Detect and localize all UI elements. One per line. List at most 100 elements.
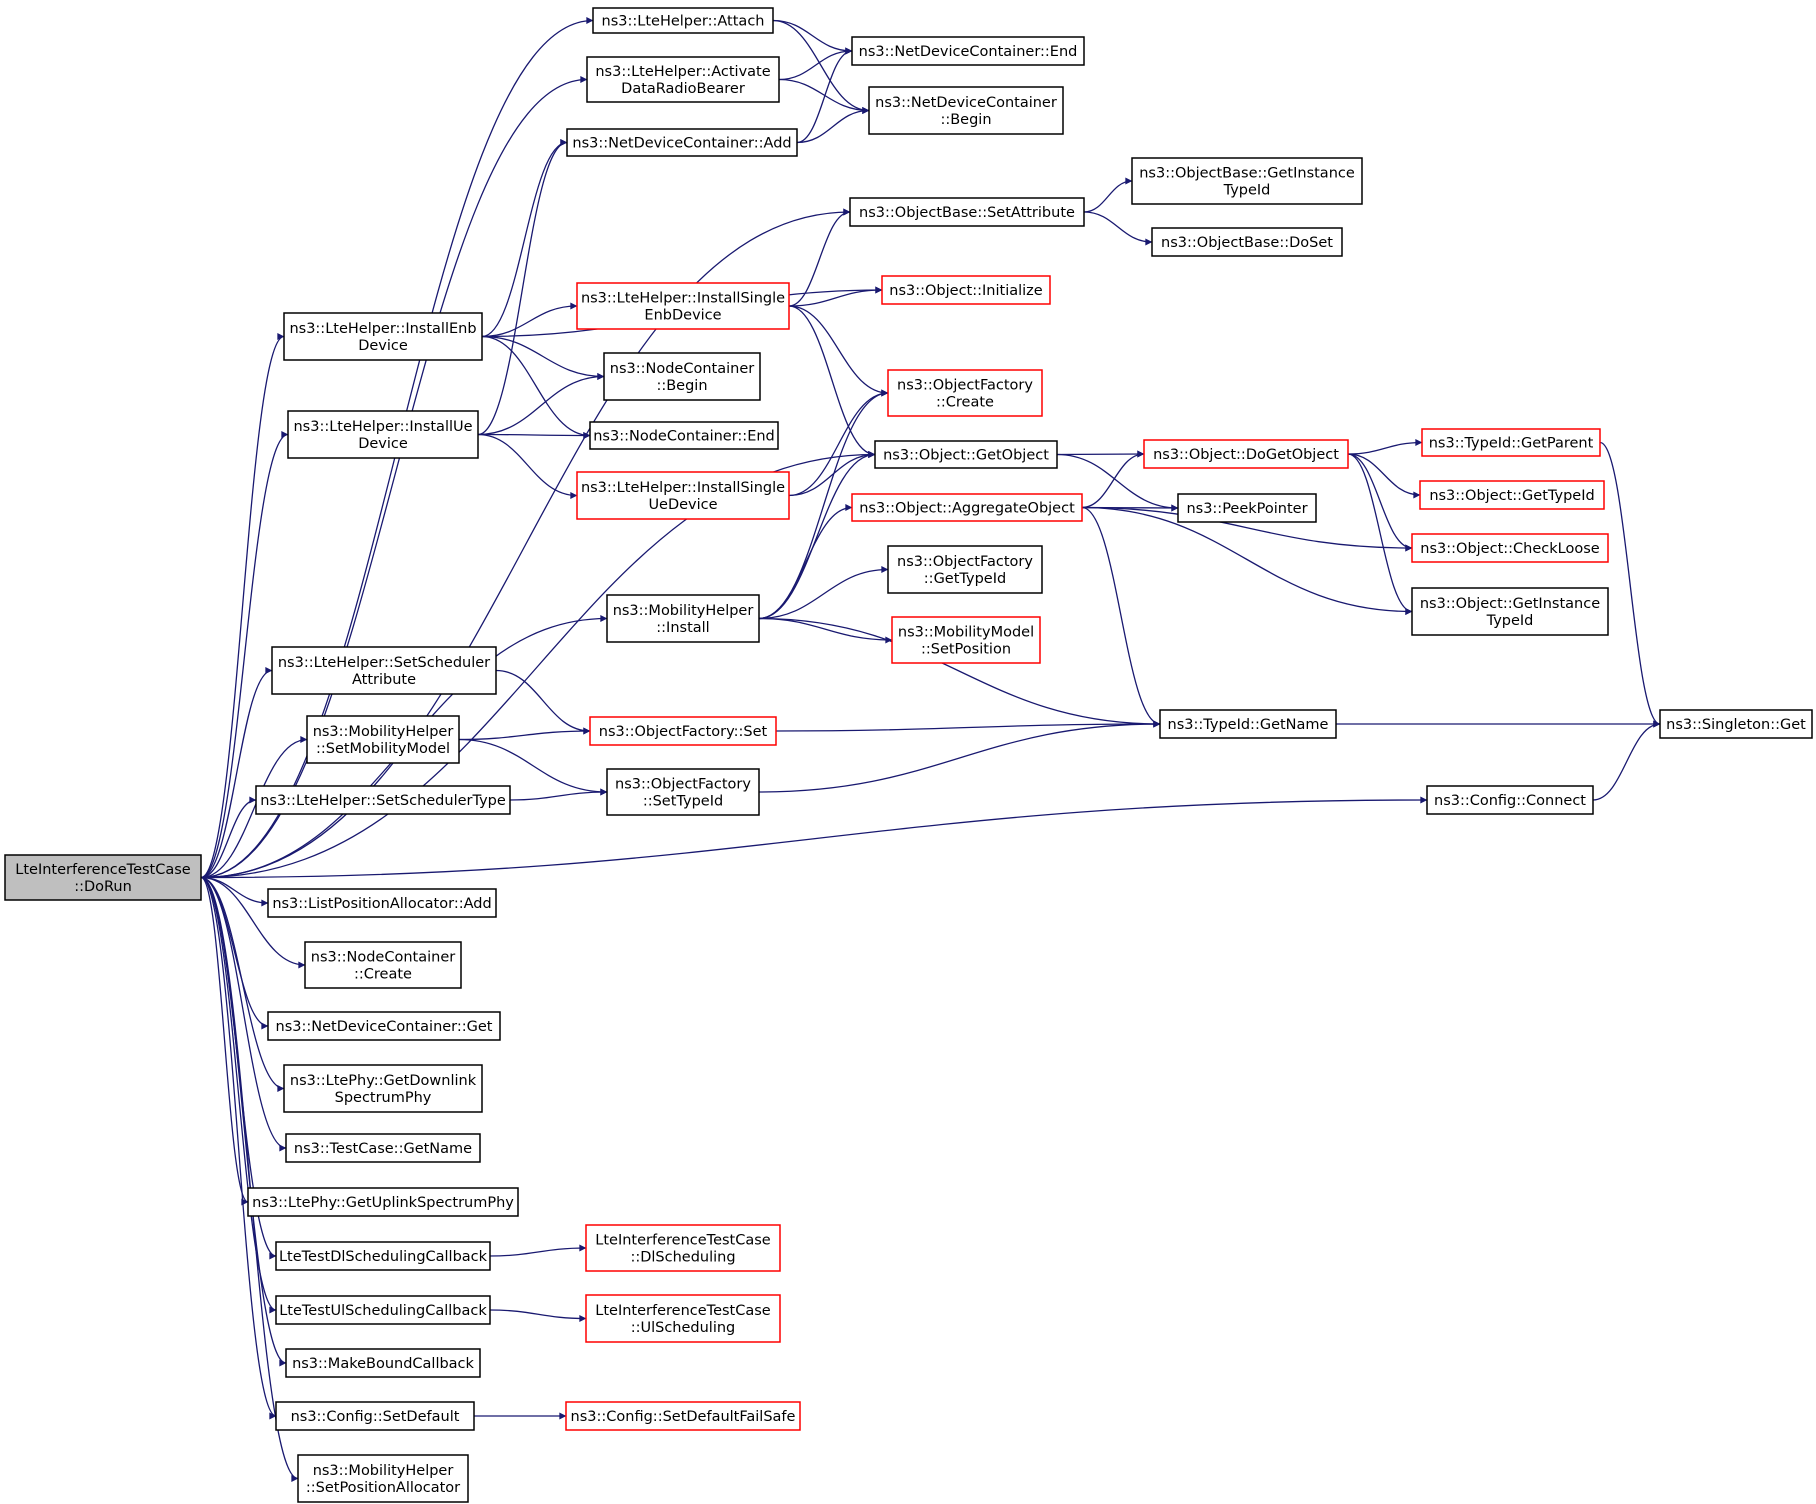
node-box (1131, 157, 1363, 205)
edge-setattr-to-doset (1083, 211, 1153, 246)
edge-installenb-to-ncend (481, 335, 591, 439)
graph-node-ofcreate[interactable]: ns3::ObjectFactory::Create (887, 369, 1043, 417)
node-label: LteInterferenceTestCase (595, 1303, 771, 1319)
node-label: DataRadioBearer (621, 81, 745, 97)
graph-node-ofset[interactable]: ns3::ObjectFactory::Set (589, 716, 777, 746)
edge (772, 19, 870, 114)
graph-node-cfgconnect[interactable]: ns3::Config::Connect (1426, 785, 1594, 815)
edge (796, 107, 870, 144)
graph-node-lpaadd[interactable]: ns3::ListPositionAllocator::Add (267, 888, 497, 918)
graph-node-typeidname[interactable]: ns3::TypeId::GetName (1159, 709, 1337, 739)
edge (509, 788, 608, 801)
node-box (603, 352, 761, 401)
node-box (1659, 709, 1813, 739)
node-box (306, 715, 460, 764)
graph-node-doset[interactable]: ns3::ObjectBase::DoSet (1151, 227, 1343, 257)
graph-node-ncbegin[interactable]: ns3::NodeContainer::Begin (603, 352, 761, 401)
edge-installsingleenb-to-ofcreate (788, 305, 889, 397)
node-label: ns3::ObjectFactory (897, 554, 1033, 570)
graph-node-getparent[interactable]: ns3::TypeId::GetParent (1421, 428, 1601, 457)
graph-node-setattr[interactable]: ns3::ObjectBase::SetAttribute (849, 197, 1085, 227)
graph-node-ndcget[interactable]: ns3::NetDeviceContainer::Get (267, 1011, 501, 1041)
graph-node-nccreate[interactable]: ns3::NodeContainer::Create (304, 941, 462, 989)
graph-node-dogetobject[interactable]: ns3::Object::DoGetObject (1143, 439, 1349, 469)
node-label: ns3::ObjectFactory::Set (599, 724, 768, 740)
node-box (606, 768, 760, 816)
edge-dogetobject-to-objgetinst (1347, 453, 1413, 615)
edge (200, 736, 308, 879)
edge (200, 796, 257, 879)
graph-node-dlcb[interactable]: LteTestDlSchedulingCallback (275, 1241, 491, 1271)
edge-dlcb-to-dlsched (489, 1244, 587, 1257)
edge-mhinstall-to-aggregate (758, 504, 853, 620)
graph-node-makebound[interactable]: ns3::MakeBoundCallback (285, 1348, 481, 1378)
node-box (1411, 533, 1609, 563)
edge-installsingleenb-to-getobject (788, 305, 876, 458)
graph-node-setschedtype[interactable]: ns3::LteHelper::SetSchedulerType (255, 785, 511, 815)
graph-node-singleton[interactable]: ns3::Singleton::Get (1659, 709, 1813, 739)
graph-node-tcgetname[interactable]: ns3::TestCase::GetName (285, 1133, 481, 1163)
graph-node-getulphy[interactable]: ns3::LtePhy::GetUplinkSpectrumPhy (247, 1187, 519, 1217)
edge-ndcadd-to-ndcbegin (796, 107, 870, 144)
node-label: ns3::TypeId::GetParent (1429, 436, 1594, 452)
graph-node-ndcend[interactable]: ns3::NetDeviceContainer::End (851, 36, 1085, 66)
graph-node-ofsettypeid[interactable]: ns3::ObjectFactory::SetTypeId (606, 768, 760, 816)
graph-node-setposalloc[interactable]: ns3::MobilityHelper::SetPositionAllocato… (297, 1454, 469, 1503)
graph-node-getobject[interactable]: ns3::Object::GetObject (874, 440, 1058, 469)
node-box (868, 86, 1064, 135)
node-label: LteTestUlSchedulingCallback (279, 1303, 487, 1319)
edge-installsingleenb-to-setattr (788, 208, 851, 307)
graph-node-cfgsetdefault[interactable]: ns3::Config::SetDefault (275, 1401, 475, 1431)
graph-node-attach[interactable]: ns3::LteHelper::Attach (592, 7, 774, 34)
node-box (304, 941, 462, 989)
graph-node-ofgettypeid[interactable]: ns3::ObjectFactory::GetTypeId (887, 545, 1043, 594)
graph-node-ndcbegin[interactable]: ns3::NetDeviceContainer::Begin (868, 86, 1064, 135)
graph-node-objgettypeid[interactable]: ns3::Object::GetTypeId (1419, 480, 1605, 510)
node-label: ns3::Singleton::Get (1666, 717, 1806, 733)
node-label: ns3::Object::AggregateObject (859, 501, 1075, 517)
node-label: ns3::LteHelper::Activate (595, 64, 770, 80)
node-label: ::Begin (656, 378, 707, 394)
node-box (589, 421, 779, 450)
edges-layer (200, 17, 1661, 1482)
edge-mhinstall-to-ofgettypeid (758, 566, 889, 620)
graph-node-ncend[interactable]: ns3::NodeContainer::End (589, 421, 779, 450)
graph-node-checkloose[interactable]: ns3::Object::CheckLoose (1411, 533, 1609, 563)
node-label: ::SetPositionAllocator (306, 1480, 460, 1496)
graph-node-ndcadd[interactable]: ns3::NetDeviceContainer::Add (566, 128, 798, 157)
node-box (887, 369, 1043, 417)
graph-node-setmobmodel[interactable]: ns3::MobilityHelper::SetMobilityModel (306, 715, 460, 764)
graph-node-ulsched[interactable]: LteInterferenceTestCase::UlScheduling (585, 1294, 781, 1343)
node-box (275, 1241, 491, 1271)
nodes-layer: LteInterferenceTestCase::DoRun ns3::LteHe… (4, 7, 1813, 1503)
edge (1081, 506, 1413, 552)
graph-node-root[interactable]: LteInterferenceTestCase::DoRun (4, 854, 202, 901)
graph-node-cfgsetdefaultfs[interactable]: ns3::Config::SetDefaultFailSafe (565, 1401, 801, 1431)
graph-node-mhinstall[interactable]: ns3::MobilityHelper::Install (606, 594, 760, 643)
edge (1081, 450, 1145, 509)
graph-node-mmsetpos[interactable]: ns3::MobilityModel::SetPosition (891, 616, 1041, 664)
graph-node-dlsched[interactable]: LteInterferenceTestCase::DlScheduling (585, 1224, 781, 1272)
edge-getparent-to-singleton (1599, 441, 1661, 728)
graph-node-peek[interactable]: ns3::PeekPointer (1177, 493, 1317, 523)
node-label: ::SetTypeId (643, 794, 723, 810)
node-label: ns3::NetDeviceContainer::Add (572, 136, 791, 152)
graph-node-ulcb[interactable]: LteTestUlSchedulingCallback (275, 1295, 491, 1325)
edge-root-to-installenb (200, 333, 285, 879)
graph-node-aggregate[interactable]: ns3::Object::AggregateObject (851, 493, 1083, 522)
edge (200, 876, 306, 969)
node-label: ::Install (656, 620, 709, 636)
graph-node-objinit[interactable]: ns3::Object::Initialize (881, 275, 1051, 305)
edge (788, 451, 876, 497)
edge-installenb-to-ndcadd (481, 139, 568, 338)
edge-installsingleue-to-getobject (788, 451, 876, 497)
